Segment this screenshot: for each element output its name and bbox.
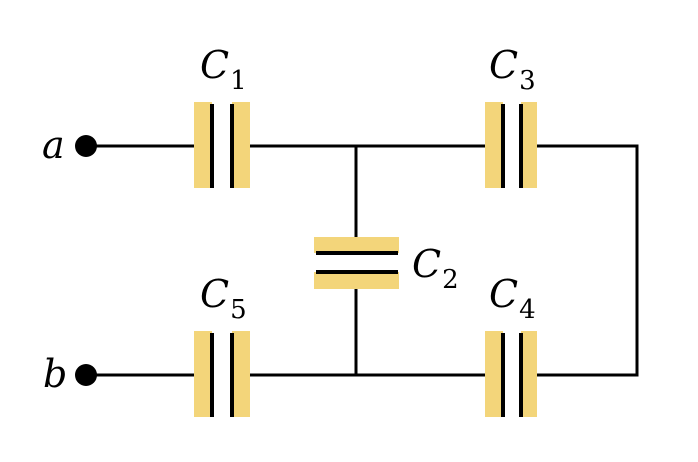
terminal-a-dot — [75, 135, 97, 157]
capacitor-c2-label: C2 — [412, 242, 459, 295]
capacitor-c5-label: C5 — [200, 272, 247, 325]
capacitor-c5-letter: C — [200, 272, 229, 316]
capacitor-c1-label: C1 — [200, 43, 247, 96]
capacitor-c3-letter: C — [489, 43, 518, 87]
capacitor-c5-highlight-left — [194, 331, 212, 417]
capacitor-c2 — [314, 237, 399, 289]
capacitor-c1-highlight-right — [232, 102, 250, 188]
terminal-a-label: a — [42, 123, 65, 167]
capacitor-c4-index: 4 — [519, 295, 536, 325]
capacitor-c1-index: 1 — [230, 66, 247, 96]
capacitor-c2-highlight-top — [314, 237, 399, 253]
capacitor-c3-highlight-left — [485, 102, 503, 188]
capacitor-c5-highlight-right — [232, 331, 250, 417]
terminal-b-label: b — [43, 352, 67, 396]
capacitor-c2-letter: C — [412, 242, 441, 286]
capacitor-c4-highlight-left — [485, 331, 503, 417]
capacitor-c4-highlight-right — [521, 331, 537, 417]
capacitor-c5 — [194, 331, 250, 417]
capacitor-c1-letter: C — [200, 43, 229, 87]
capacitor-c4 — [485, 331, 537, 417]
capacitor-c4-label: C4 — [489, 272, 536, 325]
capacitor-c2-index: 2 — [442, 265, 459, 295]
capacitor-c1 — [194, 102, 250, 188]
capacitor-c2-highlight-bottom — [314, 272, 399, 289]
wires — [86, 144, 639, 377]
capacitor-c3-highlight-right — [521, 102, 537, 188]
capacitor-c3-index: 3 — [519, 66, 536, 96]
capacitor-c3-label: C3 — [489, 43, 536, 96]
terminal-b-dot — [75, 364, 97, 386]
capacitor-c5-index: 5 — [230, 295, 247, 325]
capacitor-c3 — [485, 102, 537, 188]
capacitor-c4-letter: C — [489, 272, 518, 316]
capacitor-c1-highlight-left — [194, 102, 212, 188]
